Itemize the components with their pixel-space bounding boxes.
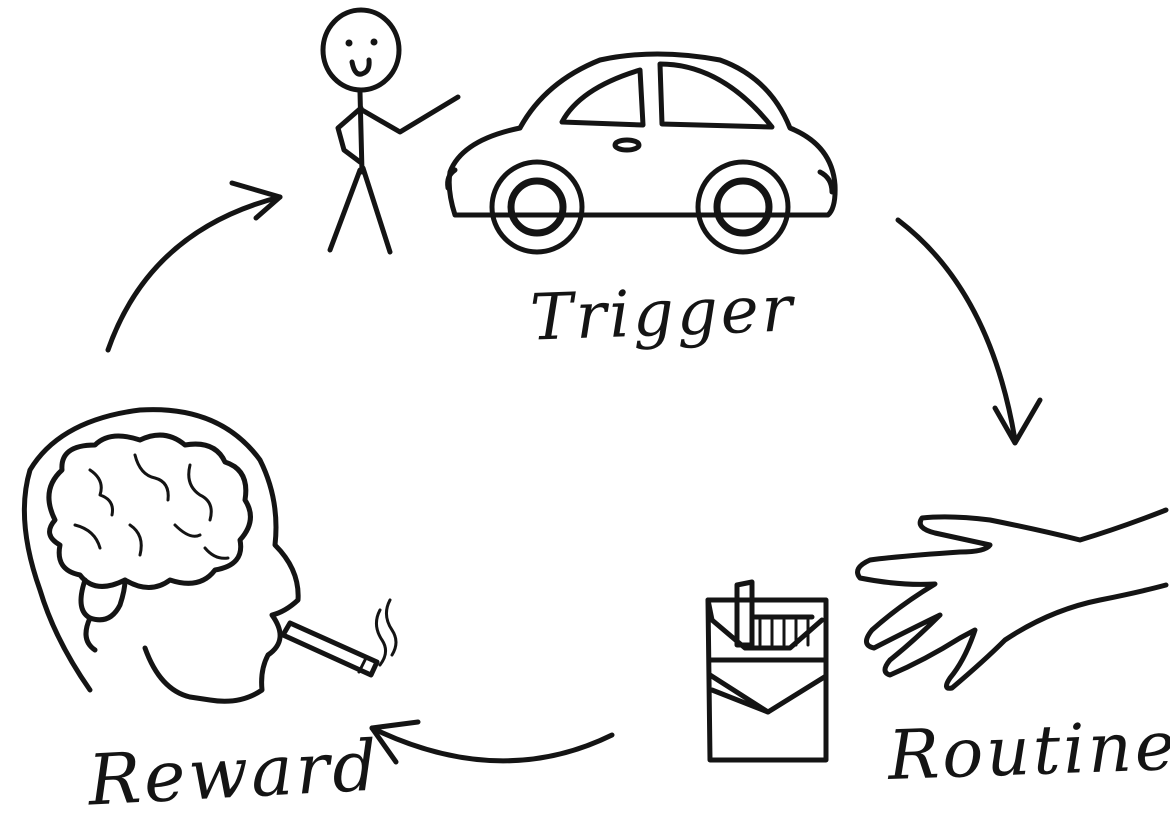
arrow-routine-to-reward: [369, 719, 615, 765]
stick-figure-icon: [320, 7, 461, 255]
arrow-reward-to-trigger: [105, 180, 283, 353]
car-icon: [445, 51, 838, 255]
cigarette-pack-icon: [705, 579, 829, 763]
routine-label: Routine: [886, 706, 1170, 797]
trigger-label: Trigger: [528, 272, 797, 356]
hand-icon: [855, 507, 1169, 691]
head-brain-icon: [21, 407, 301, 704]
cigarette-icon: [280, 598, 398, 678]
arrow-trigger-to-routine: [895, 217, 1043, 446]
reward-label: Reward: [86, 724, 383, 822]
